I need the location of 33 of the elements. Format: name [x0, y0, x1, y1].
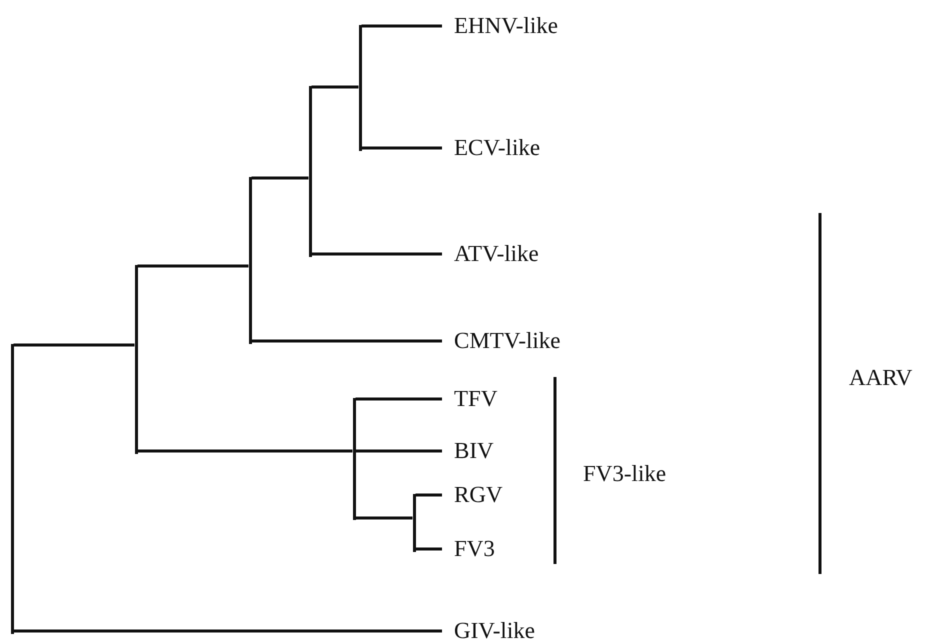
tree-branch	[356, 516, 412, 520]
taxon-label: GIV-like	[442, 617, 535, 643]
tree-branch	[138, 450, 352, 452]
clade-branch-bar	[134, 264, 138, 454]
tree-branch	[362, 146, 442, 150]
taxon-label: TFV	[442, 385, 498, 413]
tree-branch	[416, 494, 442, 496]
tree-branch	[416, 548, 442, 550]
taxon-label: CMTV-like	[442, 327, 560, 355]
taxon-label: ATV-like	[442, 240, 539, 268]
taxon-label: EHNV-like	[442, 12, 558, 40]
tree-branch	[356, 450, 442, 452]
clade-branch-bar	[358, 24, 362, 150]
tree-branch	[312, 252, 442, 256]
clade-branch-bar	[10, 344, 14, 634]
tree-branch	[252, 340, 442, 342]
tree-branch	[362, 24, 442, 28]
clade-branch-bar	[352, 398, 356, 520]
tree-branch	[312, 86, 358, 88]
clade-label: AARV	[849, 364, 912, 392]
clade-branch-bar	[308, 86, 312, 256]
clade-label: FV3-like	[583, 460, 666, 488]
tree-branch	[356, 398, 442, 400]
clade-branch-bar	[248, 176, 252, 344]
tree-branch	[14, 630, 442, 632]
tree-branch	[14, 344, 134, 346]
tree-branch	[252, 176, 308, 180]
taxon-label: ECV-like	[442, 134, 540, 162]
taxon-label: FV3	[442, 535, 495, 563]
taxon-label: BIV	[442, 437, 494, 465]
clade-branch-bar	[412, 494, 416, 552]
taxon-label: RGV	[442, 481, 503, 509]
tree-branch	[138, 264, 248, 268]
